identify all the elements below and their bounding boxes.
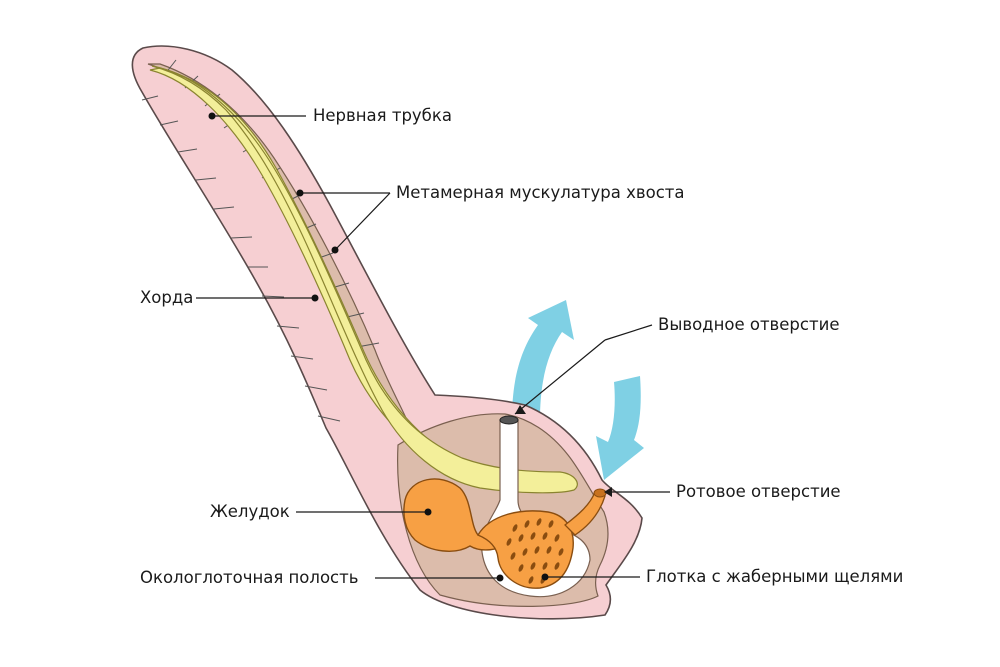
label-stomach: Желудок (210, 502, 290, 521)
label-pharynx: Глотка с жаберными щелями (646, 567, 903, 586)
leader-lines (196, 112, 670, 582)
arrowhead-oral-icon (604, 487, 612, 497)
oral-siphon-tube (564, 491, 606, 536)
inflow-arrow-icon (596, 376, 644, 480)
label-nerve-tube: Нервная трубка (313, 106, 452, 125)
label-oral-siphon: Ротовое отверстие (676, 482, 841, 501)
gill-slits (506, 518, 564, 584)
outflow-arrow-icon (512, 300, 574, 420)
water-flow-arrows (512, 300, 644, 480)
label-peripharyngeal-cavity: Окологлоточная полость (140, 568, 358, 587)
arrowhead-atrial-icon (515, 405, 526, 414)
label-tail-muscles: Метамерная мускулатура хвоста (396, 183, 685, 202)
nerve-tube (151, 65, 578, 494)
label-chord: Хорда (140, 288, 193, 307)
oral-siphon-opening (593, 488, 607, 498)
label-atrial-siphon: Выводное отверстие (658, 315, 839, 334)
atrial-siphon-opening (499, 415, 519, 425)
